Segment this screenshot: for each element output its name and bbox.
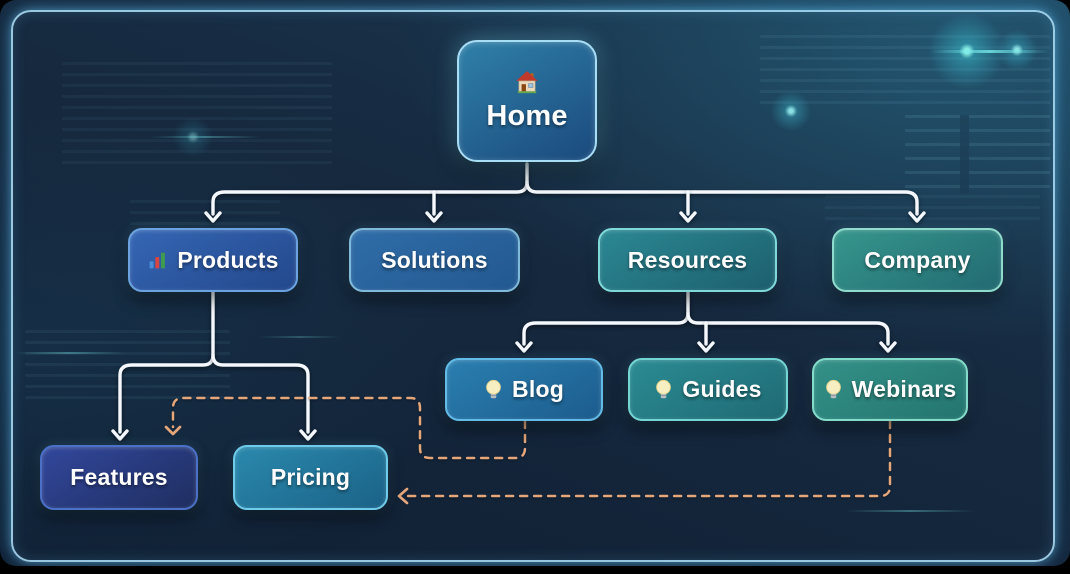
node-guides[interactable]: Guides: [628, 358, 788, 421]
node-label: Resources: [627, 246, 748, 273]
node-label: Solutions: [381, 246, 488, 273]
node-resources[interactable]: Resources: [598, 228, 777, 292]
node-label: Webinars: [851, 376, 957, 402]
node-company[interactable]: Company: [832, 228, 1003, 292]
node-label: Pricing: [270, 464, 351, 490]
node-label: Guides: [682, 376, 762, 402]
node-products[interactable]: Products: [128, 228, 298, 292]
lightbulb-icon: [654, 379, 673, 401]
glowing-frame-border: [11, 10, 1055, 562]
lightbulb-icon: [484, 379, 503, 401]
node-label: Products: [177, 246, 279, 273]
node-pricing[interactable]: Pricing: [233, 445, 388, 510]
node-home[interactable]: Home: [457, 40, 597, 162]
background-code-texture: [905, 115, 1050, 193]
node-label: Home: [486, 100, 568, 132]
node-webinars[interactable]: Webinars: [812, 358, 968, 421]
node-label: Company: [864, 246, 971, 273]
node-label: Features: [70, 464, 168, 490]
node-label: Blog: [512, 376, 564, 402]
bar-chart-icon: [147, 250, 168, 271]
node-blog[interactable]: Blog: [445, 358, 603, 421]
house-icon: [514, 69, 540, 95]
node-solutions[interactable]: Solutions: [349, 228, 520, 292]
lightbulb-icon: [824, 379, 843, 401]
node-features[interactable]: Features: [40, 445, 198, 510]
background-code-texture: [62, 62, 332, 172]
